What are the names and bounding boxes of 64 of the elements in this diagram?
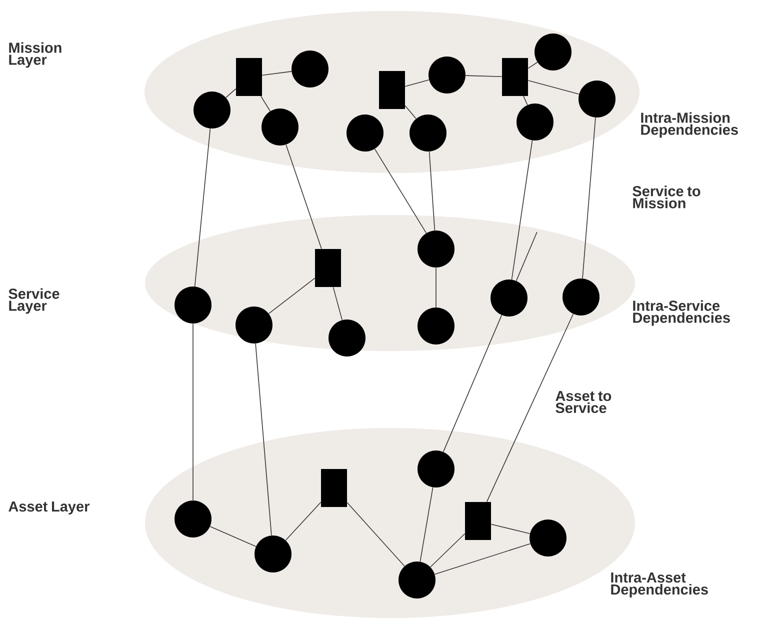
connector-line [528, 80, 580, 95]
circle-node [418, 450, 454, 488]
connector-line [420, 487, 434, 562]
circle-node [292, 50, 328, 88]
circle-node [418, 308, 454, 344]
annotation-label: Asset Layer [8, 502, 90, 514]
connector-line [268, 278, 316, 314]
connector-line [490, 524, 530, 534]
circle-node [346, 114, 384, 152]
circle-node [174, 286, 212, 324]
circle-node [530, 520, 566, 556]
connector-line [582, 117, 596, 279]
annotation-label: Mission Layer [9, 42, 62, 68]
circle-node [534, 34, 572, 70]
connector-line [255, 343, 272, 536]
connector-line [262, 71, 292, 76]
connector-line [194, 128, 211, 287]
circle-node [328, 320, 366, 356]
annotation-label: Service Layer [8, 288, 60, 314]
connector-line [192, 323, 194, 501]
connector-line [404, 105, 416, 120]
connector-line [260, 96, 271, 112]
connector-line [404, 80, 430, 87]
circle-node [578, 80, 616, 118]
circle-node [490, 280, 528, 316]
circle-node [174, 500, 212, 538]
circle-node [428, 56, 466, 94]
connector-line [434, 543, 531, 575]
connector-line [465, 75, 502, 77]
circle-node [418, 230, 454, 268]
connector-line [346, 502, 405, 567]
circle-node [254, 536, 292, 572]
annotation-label: Asset to Service [556, 390, 612, 414]
connector-line [442, 314, 502, 452]
circle-node [562, 278, 600, 316]
square-node [315, 249, 341, 287]
connector-line [511, 140, 533, 280]
circle-node [194, 92, 230, 128]
connector-line [226, 88, 236, 98]
square-node [465, 502, 491, 540]
connector-line [286, 144, 322, 250]
circle-node [236, 306, 272, 344]
annotation-label: Intra-Service Dependencies [633, 300, 730, 326]
connector-line [523, 96, 528, 106]
annotation-label: Intra-Asset Dependencies [611, 572, 708, 598]
connector-line [210, 526, 256, 547]
connector-line [486, 314, 574, 502]
annotation-label: Intra-Mission Dependencies [641, 112, 738, 138]
circle-node [262, 108, 298, 146]
connector-line [374, 148, 427, 234]
circle-node [410, 114, 446, 152]
square-node [379, 71, 405, 109]
connector-line [428, 151, 436, 231]
annotation-label: Service to Mission [632, 186, 700, 208]
connector-line [285, 502, 322, 541]
connector-line [528, 62, 538, 69]
circle-node [398, 562, 436, 598]
square-node [321, 469, 347, 507]
connector-line [516, 232, 538, 282]
square-node [502, 58, 528, 96]
connector-line [332, 286, 342, 320]
circle-node [516, 104, 554, 140]
square-node [236, 58, 262, 96]
connector-line [430, 533, 466, 568]
